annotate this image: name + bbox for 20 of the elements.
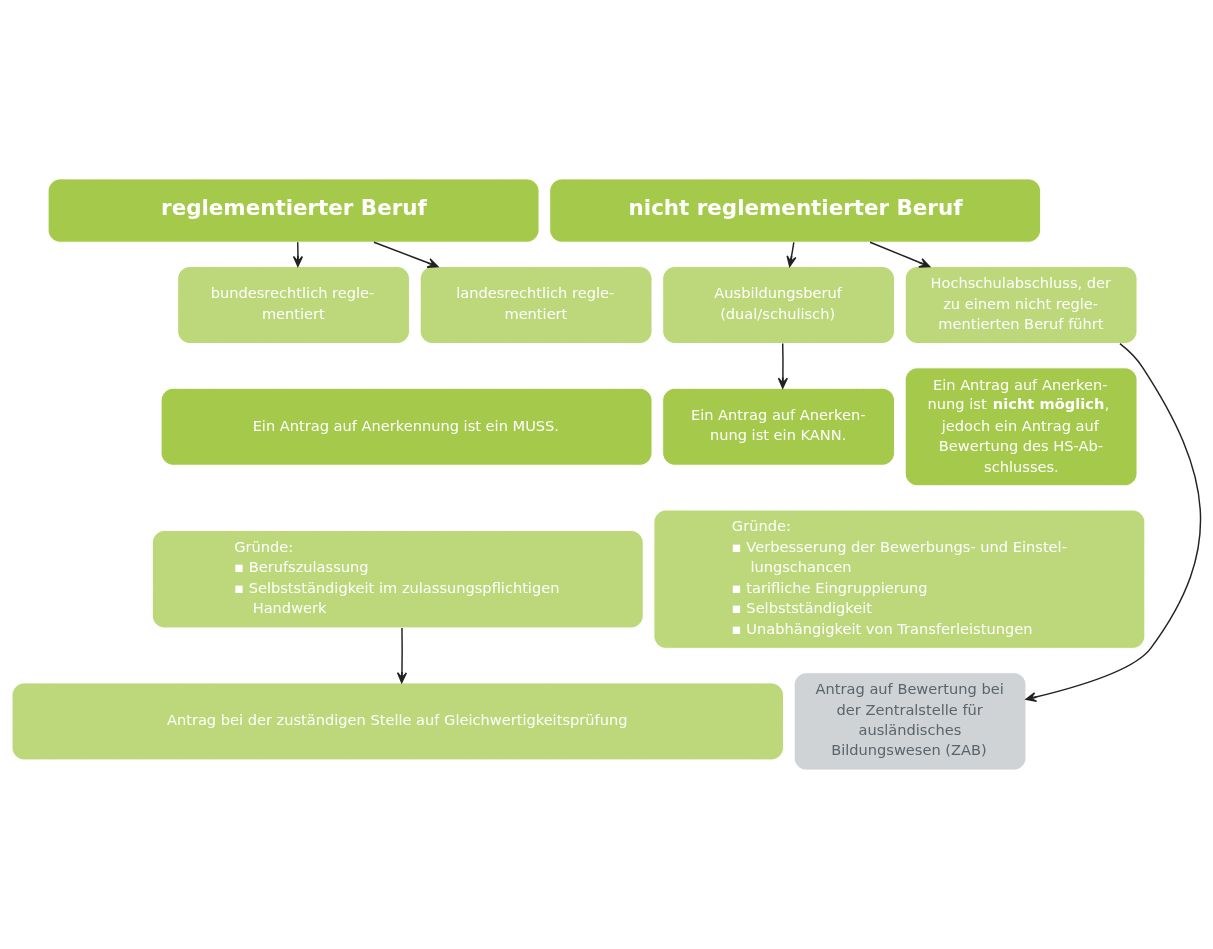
node-box: Gründe: ▪ Berufszulassung ▪ Selbstständigkeit im zulassungspflichtigen Handwerk: [151, 530, 644, 629]
node-box: Ein Antrag auf Anerkennung ist ein MUSS.: [160, 387, 653, 466]
arrow: [373, 241, 439, 268]
node-box: Gründe: ▪ Verbesserung der Bewerbungs- und Einstel- lungschancen ▪ tarifliche Eingruppierung ▪ Selbstständigkeit ▪ Unabhängigkeit von Transferleistungen: [653, 509, 1146, 649]
node-box: reglementierter Beruf: [47, 178, 540, 243]
node-box: nicht reglementierter Beruf: [549, 178, 1042, 243]
arrow: [292, 241, 304, 268]
arrow: [869, 241, 931, 268]
node-box: bundesrechtlich regle- mentiert: [177, 266, 410, 344]
arrow: [396, 627, 408, 684]
node-box: Ausbildungsberuf (dual/schulisch): [662, 266, 895, 344]
arrow: [777, 342, 788, 389]
node-box: Hochschulabschluss, der zu einem nicht regle- mentierten Beruf führt: [904, 266, 1138, 344]
arrow: [786, 241, 797, 268]
node-box: Antrag auf Bewertung bei der Zentralstelle für ausländisches Bildungswesen (ZAB): [793, 672, 1027, 771]
node-box: Ein Antrag auf Anerken- nung ist ein KANN.: [662, 387, 895, 466]
node-box: Ein Antrag auf Anerken- nung ist nicht möglich, jedoch ein Antrag auf Bewertung des HS-Ab- schlusses.: [904, 367, 1138, 487]
arrow: [1025, 342, 1201, 703]
node-box: Antrag bei der zuständigen Stelle auf Gleichwertigkeitsprüfung: [11, 682, 784, 761]
node-box: landesrechtlich regle- mentiert: [419, 266, 653, 344]
